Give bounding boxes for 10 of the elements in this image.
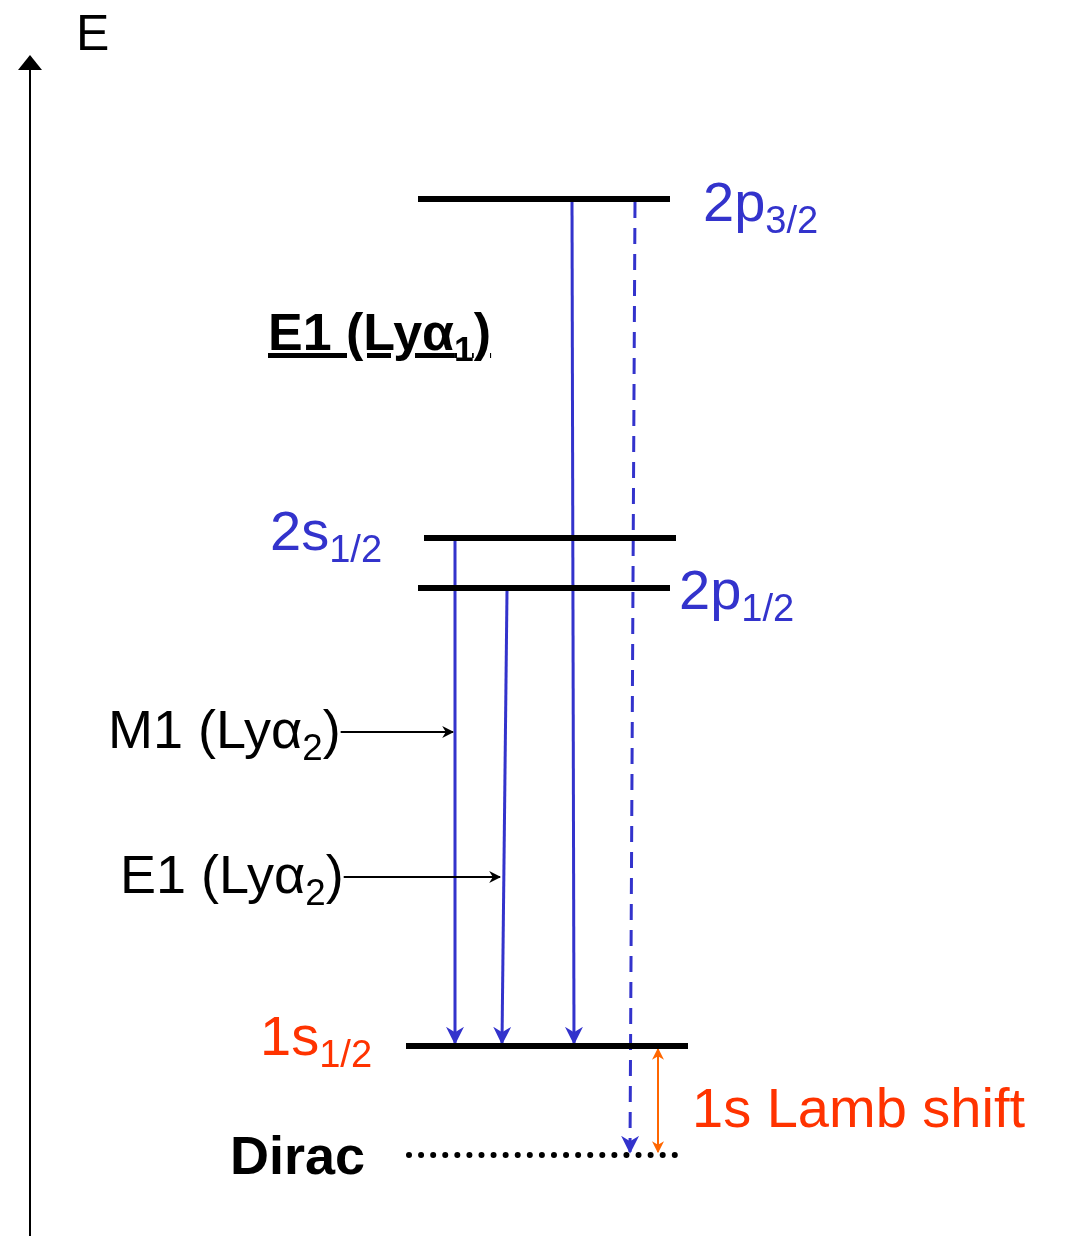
transition-arrow — [446, 541, 464, 1045]
annotation-text: 1s Lamb shift — [692, 1080, 1026, 1136]
leader-arrow — [342, 871, 502, 883]
transition-arrow — [621, 202, 640, 1154]
level-label: Dirac — [230, 1128, 366, 1182]
axis-label: E — [76, 8, 110, 58]
transition-arrow — [493, 591, 512, 1045]
leader-arrow — [339, 726, 455, 738]
double-arrow — [652, 1047, 664, 1154]
transition-arrow — [564, 202, 583, 1045]
